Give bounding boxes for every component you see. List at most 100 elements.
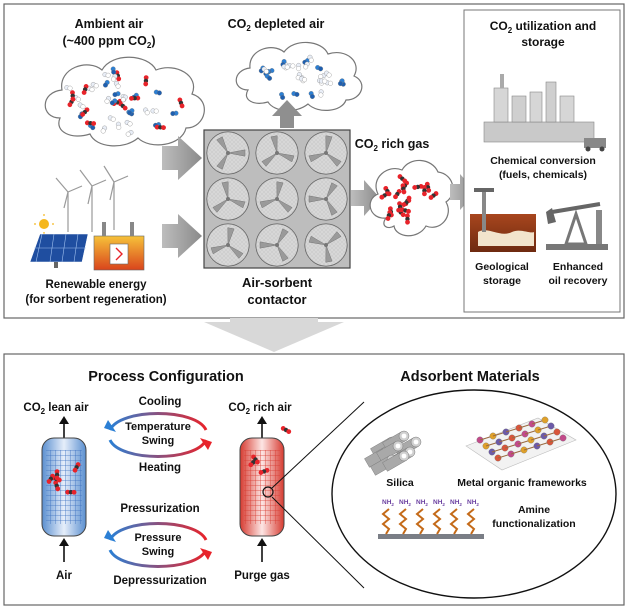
air-molecule <box>170 110 179 117</box>
contactor-fans <box>206 131 348 267</box>
chemical-conversion-label-2: (fuels, chemicals) <box>499 169 587 181</box>
fan <box>255 223 299 267</box>
zoom-line-top <box>271 401 365 489</box>
air-molecule <box>281 64 290 70</box>
svg-text:NH2: NH2 <box>450 499 462 507</box>
svg-text:NH2: NH2 <box>433 499 445 507</box>
mof-label: Metal organic frameworks <box>457 477 587 489</box>
co2-molecule <box>397 174 408 184</box>
heating-label: Heating <box>139 462 181 474</box>
air-molecule <box>111 73 118 82</box>
amine-substrate <box>378 534 484 539</box>
co2-rich-air-label: CO2 rich air <box>228 402 292 416</box>
air-molecule <box>124 120 133 127</box>
chemical-conversion-label: Chemical conversion <box>490 155 596 167</box>
air-molecule <box>125 130 134 137</box>
air-molecule <box>107 115 116 122</box>
temperature-swing-cycle <box>108 412 208 431</box>
geological-label: Geological <box>475 261 529 273</box>
air-molecule <box>109 98 118 106</box>
air-molecule <box>315 65 324 72</box>
temperature-swing-label-2: Swing <box>142 435 174 447</box>
air-molecule <box>261 66 269 74</box>
air-molecule <box>112 91 121 98</box>
co2-molecule <box>424 181 432 193</box>
fan <box>206 177 250 221</box>
amine-label: Amine <box>518 504 550 516</box>
contactor-outflow-arrow <box>351 180 380 216</box>
co2-molecule <box>54 469 60 481</box>
svg-text:NH2: NH2 <box>399 499 411 507</box>
depressurization-label: Depressurization <box>113 575 206 587</box>
co2-lean-air-label: CO2 lean air <box>23 402 89 416</box>
air-molecule <box>299 76 307 83</box>
co2-molecule <box>400 183 407 195</box>
air-molecule <box>115 121 122 130</box>
amine-chain: NH2 <box>415 499 428 535</box>
co2-molecule <box>258 467 270 475</box>
air-molecule <box>303 61 310 70</box>
co2-molecule <box>385 209 393 221</box>
utilization-title-2: storage <box>521 35 565 49</box>
adsorbed-molecules-blue <box>46 462 81 495</box>
fan <box>206 131 250 175</box>
air-molecule <box>90 82 99 89</box>
co2-molecule <box>428 191 439 200</box>
air-inlet-label: Air <box>56 570 73 582</box>
co2-molecule <box>393 189 402 200</box>
utilization-box <box>463 9 621 313</box>
cooling-label: Cooling <box>139 396 182 408</box>
sun-icon <box>34 214 54 234</box>
amine-chain: NH2 <box>466 499 479 535</box>
air-molecule <box>127 108 135 116</box>
air-molecule <box>64 85 73 91</box>
air-molecule <box>324 80 333 86</box>
depleted-molecules <box>258 54 346 100</box>
co2-molecule <box>154 124 166 130</box>
co2-molecule <box>81 84 89 95</box>
mof-lattice <box>476 416 567 462</box>
purge-gas-label: Purge gas <box>234 570 290 582</box>
energy-inflow-arrow <box>162 214 202 258</box>
amine-chain: NH2 <box>449 499 462 535</box>
utilization-title: CO2 utilization and <box>490 19 596 35</box>
ambient-air-concentration: (~400 ppm CO2) <box>62 34 155 50</box>
materials-zoom-ellipse <box>331 389 617 599</box>
svg-text:NH2: NH2 <box>416 499 428 507</box>
rich-gas-molecules <box>379 174 439 225</box>
co2-molecule <box>84 120 97 126</box>
air-molecule <box>318 89 324 98</box>
contactor-label: Air-sorbent <box>242 275 313 290</box>
silica-pore <box>376 440 404 462</box>
co2-molecule <box>80 107 90 117</box>
air-molecule <box>143 107 150 116</box>
co2-molecule <box>53 480 61 492</box>
desorption-column <box>239 437 285 537</box>
air-inflow-arrow <box>162 136 202 180</box>
eor-label: Enhanced <box>553 261 603 273</box>
co2-molecule <box>177 97 185 109</box>
air-molecule <box>264 73 273 81</box>
silica-icon <box>364 430 422 476</box>
up-arrow <box>272 100 302 128</box>
ambient-air-label: Ambient air <box>75 17 144 31</box>
co2-molecule <box>72 462 81 473</box>
panel-connector-arrow <box>204 318 344 352</box>
mof-node <box>541 416 549 424</box>
renewable-energy-label-2: (for sorbent regeneration) <box>25 294 166 306</box>
co2-molecule <box>143 75 149 87</box>
fan <box>304 223 348 267</box>
zoom-line-bottom <box>271 496 365 589</box>
air-molecule <box>291 91 300 97</box>
mof-node <box>559 434 567 442</box>
geological-label-2: storage <box>483 275 521 287</box>
fan <box>304 177 348 221</box>
ambient-molecules <box>64 66 185 137</box>
contactor-label-2: contactor <box>247 292 306 307</box>
co2-molecule <box>379 191 390 200</box>
process-configuration-title: Process Configuration <box>88 369 244 385</box>
mof-node <box>547 422 555 430</box>
air-molecule <box>100 125 108 134</box>
